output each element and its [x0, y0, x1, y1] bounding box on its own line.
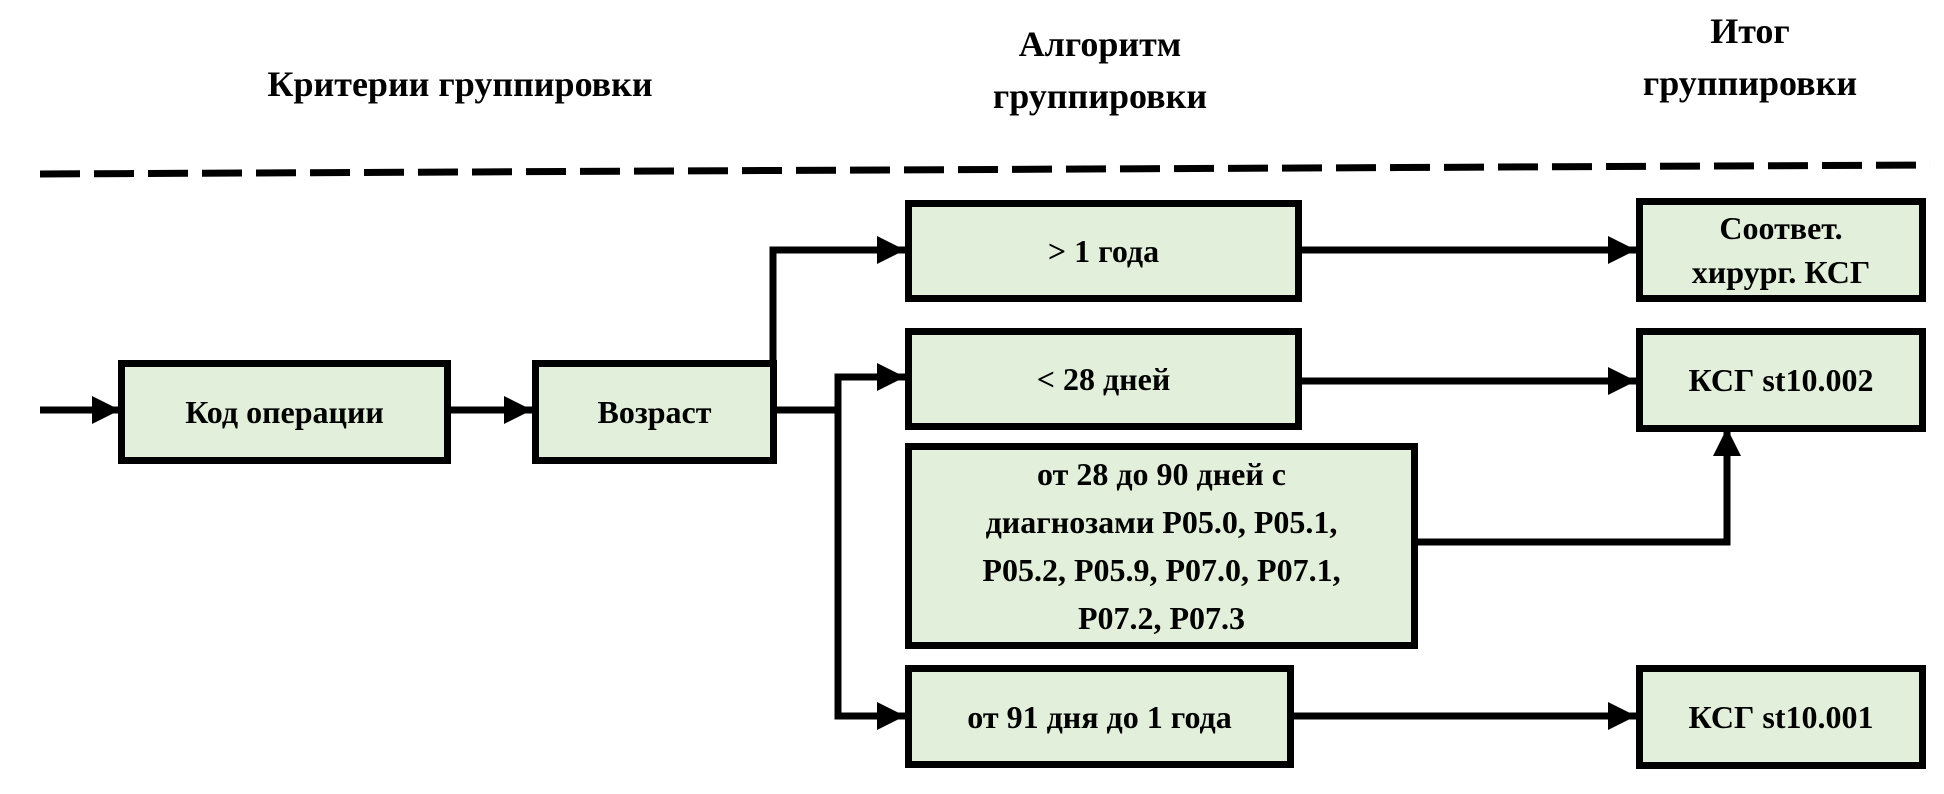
node-ksg-surgical-line-1: Соответ.	[1719, 210, 1843, 246]
node-28-90-line-1: от 28 до 90 дней с	[1037, 456, 1286, 492]
header-algorithm: Алгоритм группировки	[900, 18, 1300, 122]
node-op-code: Код операции	[118, 360, 451, 464]
arrow-age-to-over-1-year	[769, 236, 905, 362]
header-result-line-2: группировки	[1642, 63, 1858, 103]
node-over-1-year: > 1 года	[905, 200, 1302, 302]
node-28-90-line-4: Р07.2, Р07.3	[1077, 600, 1246, 636]
node-28-90-days: от 28 до 90 дней с диагнозами Р05.0, Р05…	[905, 443, 1418, 649]
arrow-age-to-under-28	[773, 363, 905, 414]
node-under-28-days: < 28 дней	[905, 328, 1302, 430]
header-algorithm-line-1: Алгоритм	[1018, 24, 1182, 64]
node-91-days-to-1-year: от 91 дня до 1 года	[905, 665, 1294, 768]
node-ksg-surgical-line-2: хирург. КСГ	[1691, 254, 1871, 290]
header-algorithm-line-2: группировки	[992, 76, 1208, 116]
arrow-age-to-91-days	[834, 410, 905, 730]
node-ksg-st10-002: КСГ st10.002	[1636, 328, 1926, 432]
node-age: Возраст	[532, 360, 777, 464]
node-28-90-line-3: Р05.2, Р05.9, Р07.0, Р07.1,	[982, 552, 1341, 588]
node-ksg-surgical: Соответ. хирург. КСГ	[1636, 198, 1926, 302]
header-criteria: Критерии группировки	[267, 64, 653, 104]
arrow-28-90-to-ksg002	[1416, 428, 1741, 546]
header-result: Итог группировки	[1560, 5, 1940, 109]
node-ksg-st10-001: КСГ st10.001	[1636, 665, 1926, 769]
header-result-line-1: Итог	[1710, 11, 1790, 51]
node-28-90-line-2: диагнозами Р05.0, Р05.1,	[985, 504, 1338, 540]
divider-dashed	[39, 161, 1931, 178]
